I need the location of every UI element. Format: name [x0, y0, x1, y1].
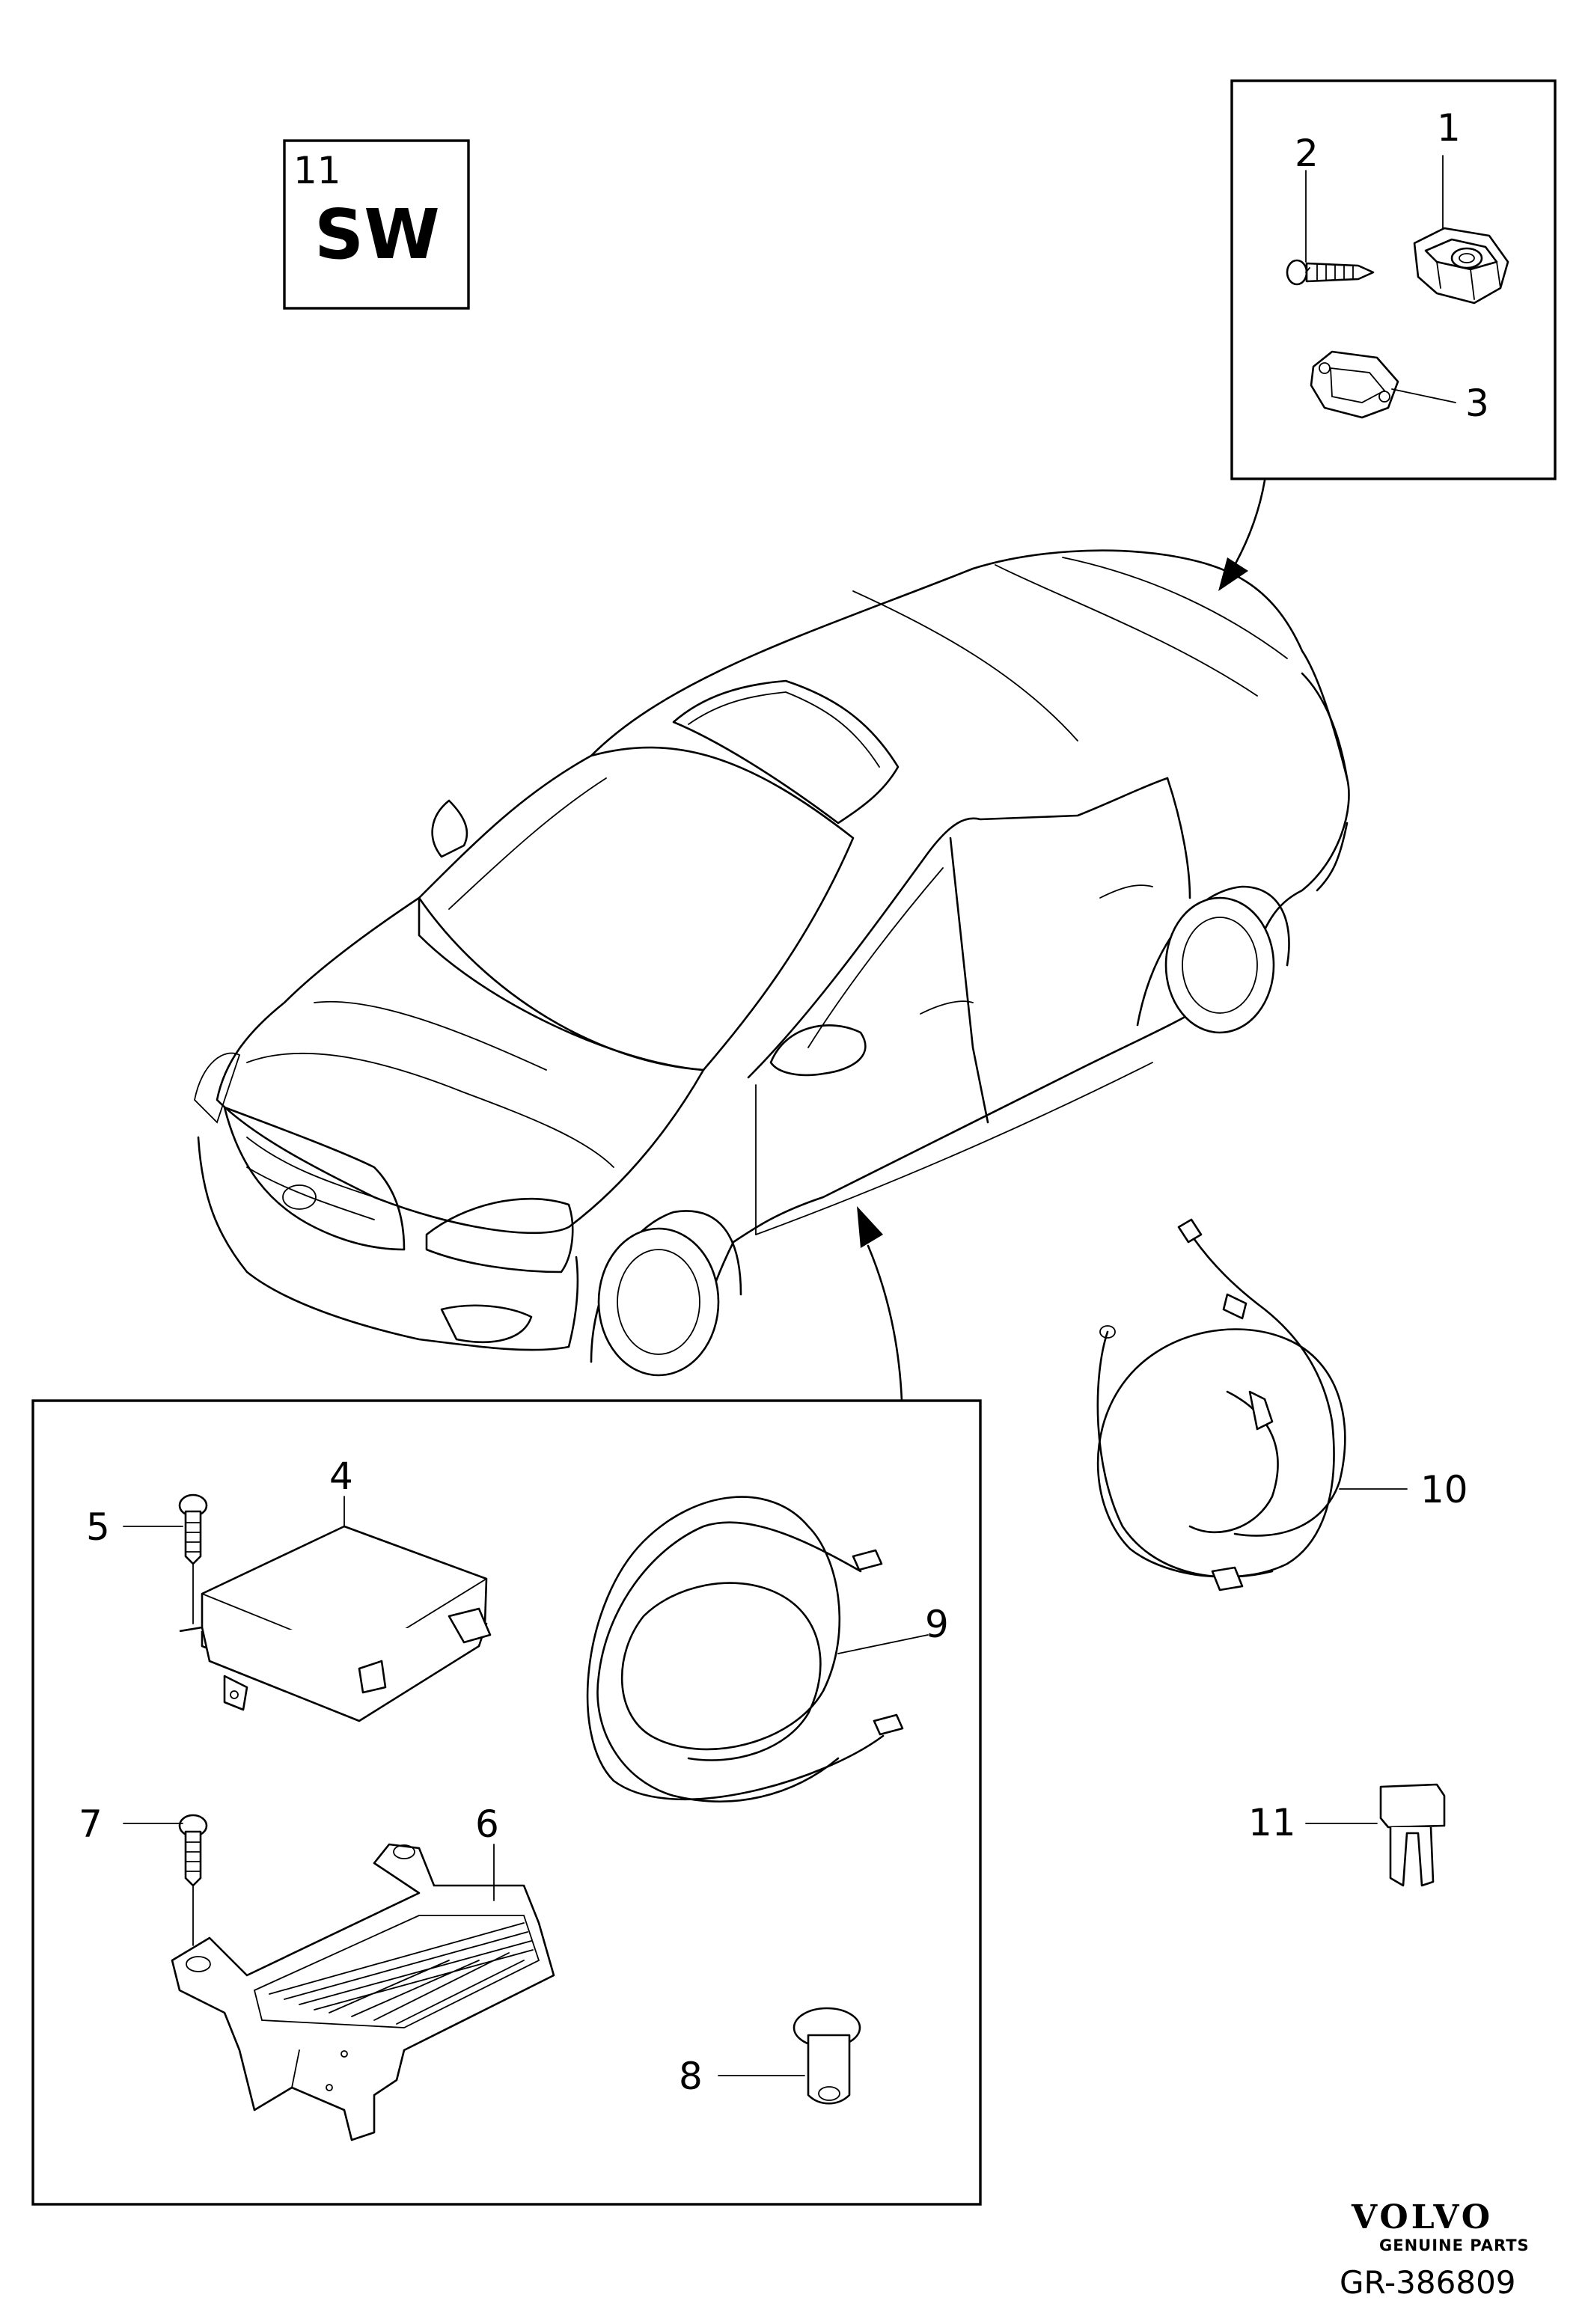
callout-2: 2 — [1295, 132, 1319, 175]
callout-9: 9 — [925, 1603, 949, 1646]
bolt-part-7 — [178, 1814, 208, 1946]
camera-inset-box: 1 2 3 — [1230, 79, 1557, 480]
callout-7: 7 — [79, 1802, 103, 1846]
variant-code: SW — [314, 195, 440, 275]
fuse-part-11: 11 — [1248, 1783, 1446, 1887]
brand-block: VOLVO GENUINE PARTS GR-386809 — [1340, 2198, 1530, 2301]
callout-3: 3 — [1465, 382, 1489, 425]
module-inset-box: 4 5 6 7 8 9 — [31, 1399, 982, 2206]
arrow-to-sill — [857, 1206, 903, 1402]
callout-1: 1 — [1437, 106, 1461, 150]
module-part-4 — [179, 1496, 492, 1722]
brand-logo-text: VOLVO — [1351, 2198, 1493, 2236]
callout-5: 5 — [86, 1505, 110, 1549]
brand-tagline: GENUINE PARTS — [1379, 2236, 1530, 2254]
camera-part-1 — [1413, 227, 1509, 305]
callout-6: 6 — [475, 1802, 499, 1846]
variant-box: 11 SW — [283, 139, 470, 310]
bracket-part-3 — [1310, 350, 1399, 419]
screw-part-2 — [1286, 259, 1375, 286]
callout-8: 8 — [679, 2055, 703, 2098]
arrow-to-roof — [1218, 479, 1266, 591]
diagram-reference: GR-386809 — [1340, 2264, 1516, 2301]
car-illustration — [194, 549, 1350, 1377]
bolt-part-5 — [178, 1493, 208, 1624]
cable-part-9 — [586, 1496, 929, 1802]
callout-4: 4 — [329, 1455, 353, 1498]
callout-10: 10 — [1420, 1468, 1468, 1511]
callout-11: 11 — [1248, 1801, 1296, 1844]
variant-number: 11 — [293, 149, 341, 192]
nut-part-8 — [718, 2007, 861, 2105]
bracket-part-6 — [171, 1843, 555, 2141]
harness-part-10: 10 — [1096, 1218, 1468, 1591]
